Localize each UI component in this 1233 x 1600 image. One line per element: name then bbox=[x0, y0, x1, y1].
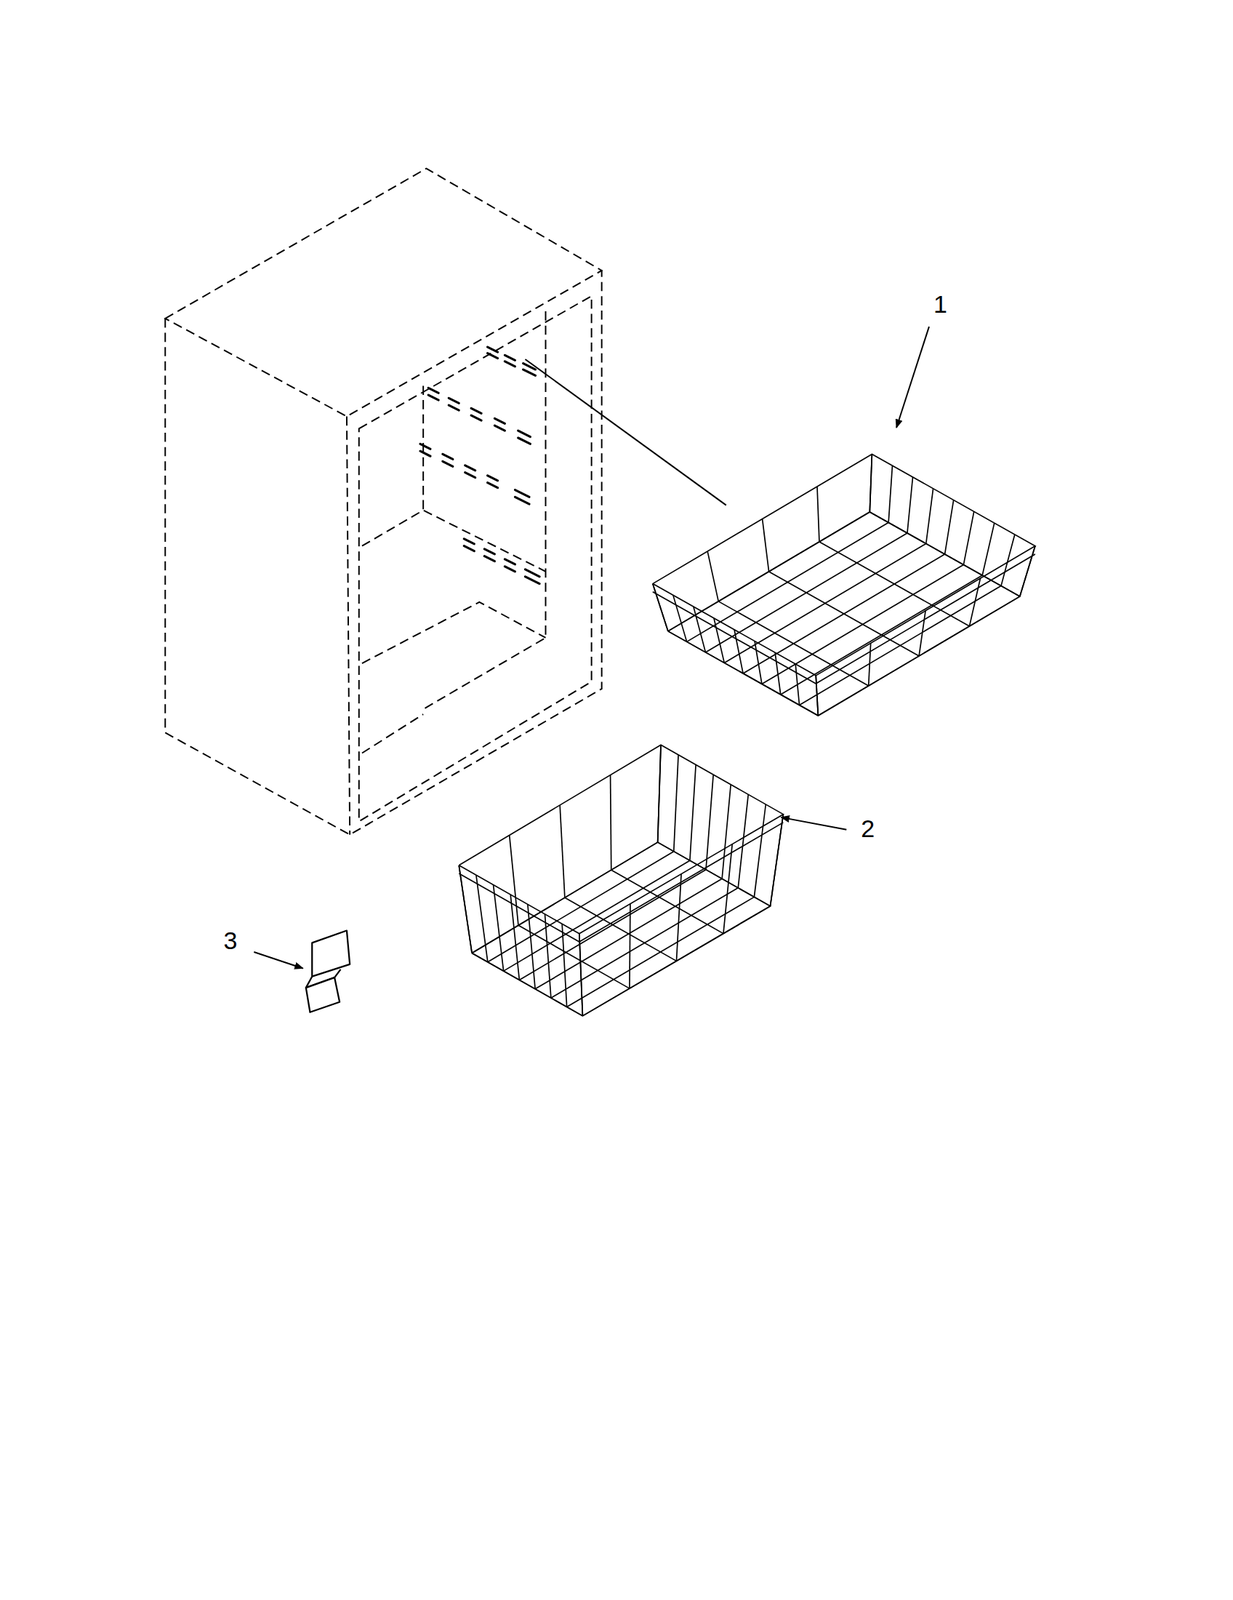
basket-wire bbox=[458, 865, 472, 954]
install-line bbox=[524, 359, 726, 506]
basket-wire bbox=[753, 804, 766, 897]
basket-wire bbox=[652, 553, 1036, 684]
callout-number: 2 bbox=[860, 815, 875, 841]
basket-wire bbox=[869, 511, 1020, 597]
basket-wire bbox=[770, 814, 784, 906]
basket-wire bbox=[1001, 534, 1015, 586]
basket-wire bbox=[945, 500, 954, 554]
basket-wire bbox=[770, 814, 784, 906]
basket-wire bbox=[982, 522, 995, 576]
basket-wire bbox=[705, 774, 714, 870]
basket-wire bbox=[963, 511, 974, 565]
basket-wire bbox=[815, 675, 818, 716]
basket-wire bbox=[652, 453, 1036, 675]
basket-wire bbox=[819, 541, 970, 626]
basket-wire bbox=[769, 571, 919, 656]
basket-wire bbox=[918, 610, 926, 656]
basket-wire bbox=[742, 553, 945, 674]
basket-wire bbox=[503, 860, 690, 971]
basket-wire bbox=[734, 629, 743, 674]
basket-wire bbox=[518, 924, 630, 988]
basket-wire bbox=[817, 486, 820, 542]
basket-wire bbox=[652, 583, 669, 632]
basket-wire bbox=[657, 744, 661, 842]
basket-wire bbox=[762, 519, 770, 572]
basket-wire bbox=[629, 903, 631, 988]
lower-wire-basket bbox=[458, 744, 783, 1016]
basket-wire bbox=[510, 894, 520, 980]
basket-wire bbox=[815, 675, 818, 716]
callout-number: 1 bbox=[933, 291, 948, 317]
basket-wire bbox=[1019, 545, 1036, 597]
basket-wire bbox=[476, 874, 488, 962]
callout-number: 3 bbox=[223, 927, 238, 953]
leader-lines bbox=[253, 326, 930, 968]
basket-wire bbox=[610, 774, 612, 871]
basket-wire bbox=[527, 903, 536, 988]
freezer-cabinet bbox=[165, 168, 602, 835]
basket-wire bbox=[509, 834, 519, 925]
rail-grooves bbox=[420, 346, 540, 584]
basket-wire bbox=[561, 923, 567, 1007]
basket-wire bbox=[869, 453, 872, 512]
basket-wire bbox=[869, 453, 872, 512]
basket-wire bbox=[724, 543, 926, 664]
basket-wire bbox=[559, 804, 565, 898]
basket-wire bbox=[676, 873, 682, 962]
basket-wire bbox=[611, 869, 724, 933]
basket-wire bbox=[795, 663, 799, 705]
basket-wire bbox=[926, 488, 934, 544]
basket-wire bbox=[689, 764, 696, 861]
basket-wire bbox=[564, 897, 677, 961]
basket-wire bbox=[721, 784, 731, 879]
basket-wire bbox=[668, 511, 1020, 716]
basket-wire bbox=[888, 465, 893, 522]
basket-wire bbox=[718, 601, 869, 686]
basket-wire bbox=[519, 869, 706, 981]
basket-wire bbox=[579, 933, 584, 1016]
basket-wire bbox=[471, 952, 583, 1015]
basket-wire bbox=[657, 841, 771, 906]
basket-wire bbox=[579, 933, 584, 1016]
basket-wire bbox=[471, 841, 770, 1016]
basket-wire bbox=[458, 865, 472, 954]
basket-wire bbox=[723, 844, 733, 934]
basket-wire bbox=[657, 744, 661, 842]
basket-wire bbox=[774, 652, 781, 695]
basket-wire bbox=[693, 606, 706, 653]
basket-wire bbox=[907, 476, 914, 533]
clip-part bbox=[306, 930, 350, 1012]
basket-wire bbox=[737, 793, 749, 887]
basket-wire bbox=[668, 511, 870, 632]
basket-wire bbox=[868, 642, 871, 686]
basket-wire bbox=[1019, 545, 1036, 597]
upper-wire-basket bbox=[652, 453, 1036, 716]
basket-wire bbox=[458, 744, 783, 934]
basket-wire bbox=[754, 641, 762, 685]
basket-wire bbox=[652, 583, 669, 632]
basket-wire bbox=[673, 754, 679, 852]
basket-wire bbox=[713, 617, 725, 663]
basket-wire bbox=[545, 913, 552, 998]
basket-wire bbox=[761, 564, 964, 685]
basket-wire bbox=[969, 577, 981, 626]
basket-wire bbox=[668, 631, 818, 716]
basket-wire bbox=[493, 884, 504, 971]
basket-wire bbox=[707, 551, 719, 602]
